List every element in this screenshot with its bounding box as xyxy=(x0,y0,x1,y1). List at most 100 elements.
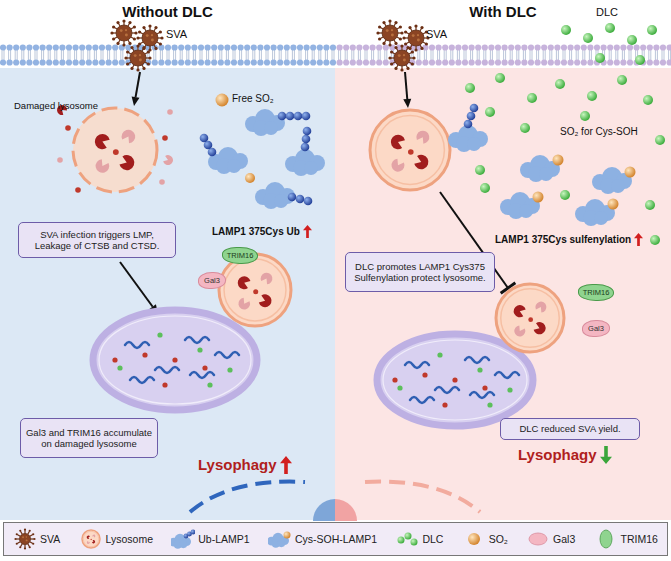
lipid-tail xyxy=(457,50,458,60)
cathepsin-enzyme xyxy=(238,276,251,289)
lipid-head xyxy=(653,44,659,50)
virus-spike-tip xyxy=(142,46,145,49)
cargo-rna xyxy=(215,352,239,358)
dlc-molecule xyxy=(587,91,597,101)
lipid-head xyxy=(475,44,481,50)
so2-molecule xyxy=(553,155,564,166)
virus-spike-tip xyxy=(400,31,403,34)
lipid-tail xyxy=(268,50,269,60)
legend-icon xyxy=(171,528,195,550)
lipid-tail xyxy=(314,50,315,60)
virus-spike-tip xyxy=(414,24,417,27)
cargo-dot xyxy=(397,385,402,390)
lipid-head xyxy=(73,59,79,65)
note-box: Gal3 and TRIM16 accumulate on damaged ly… xyxy=(20,418,158,458)
lipid-tail xyxy=(670,50,671,60)
lipid-head xyxy=(634,44,640,50)
legend-text: SVA xyxy=(40,533,60,545)
lipid-head xyxy=(455,59,461,65)
lipid-head xyxy=(112,44,118,50)
virus-spike-tip xyxy=(404,30,407,33)
lamp1-lobe xyxy=(467,137,481,151)
dlc-molecule xyxy=(520,123,530,133)
lipid-tail xyxy=(505,50,506,60)
flow-arrow-line xyxy=(120,262,153,307)
lipid-tail xyxy=(15,50,16,60)
lipid-head xyxy=(561,59,567,65)
lipid-head xyxy=(257,59,263,65)
lipid-head xyxy=(337,44,343,50)
virus-spike-tip xyxy=(382,42,385,45)
lipid-head xyxy=(488,59,494,65)
lipid-head xyxy=(7,44,13,50)
virus-spike-tip xyxy=(110,31,113,34)
lipid-head xyxy=(297,59,303,65)
dlc-molecule xyxy=(405,533,412,540)
lipid-head xyxy=(647,59,653,65)
legend-item: Lysosome xyxy=(79,528,153,550)
lipid-head xyxy=(614,59,620,65)
ubiquitin xyxy=(288,193,297,202)
cargo-dot xyxy=(437,352,442,357)
lipid-tail xyxy=(186,50,187,60)
ubiquitin xyxy=(200,134,209,143)
so2-molecule xyxy=(625,167,636,178)
dlc-molecule xyxy=(465,83,475,93)
lipid-tail xyxy=(578,50,579,60)
virus-spike-tip xyxy=(390,50,393,53)
lipid-tail xyxy=(248,50,249,60)
lipid-head xyxy=(185,59,191,65)
lipid-tail xyxy=(353,50,354,60)
lipid-head xyxy=(46,44,52,50)
lipid-head xyxy=(376,44,382,50)
legend-item: Ub-LAMP1 xyxy=(171,528,249,550)
virus-spot xyxy=(22,536,24,538)
ubiquitin xyxy=(296,195,305,204)
lipid-tail xyxy=(272,50,273,60)
cargo-dot xyxy=(442,402,447,407)
lipid-head xyxy=(106,59,112,65)
legend-icon xyxy=(395,528,419,550)
cargo-dot xyxy=(202,365,207,370)
lipid-head xyxy=(251,59,257,65)
lipid-tail xyxy=(479,50,480,60)
lipid-head xyxy=(20,44,26,50)
lipid-tail xyxy=(497,50,498,60)
virus-body xyxy=(408,30,424,46)
lipid-tail xyxy=(180,50,181,60)
virus-spike-tip xyxy=(154,26,157,29)
lipid-tail xyxy=(631,50,632,60)
lipid-head xyxy=(515,59,521,65)
virus-spike-tip xyxy=(412,56,415,59)
lipid-head xyxy=(79,44,85,50)
lysosome xyxy=(219,254,291,326)
lipid-tail xyxy=(50,50,51,60)
virus-spike-tip xyxy=(382,21,385,24)
virus-spot xyxy=(417,39,420,42)
cathepsin-enzyme xyxy=(392,159,405,172)
lipid-head xyxy=(508,59,514,65)
legend-icon xyxy=(79,528,103,550)
virus-spike-tip xyxy=(148,24,151,27)
lamp1-lobe xyxy=(519,204,533,218)
virus-particle xyxy=(110,19,137,46)
autophagosome-inner-membrane xyxy=(99,316,251,404)
lipid-head xyxy=(271,59,277,65)
virus-spike-tip xyxy=(136,44,139,47)
lamp1-lobe xyxy=(264,121,278,135)
lipid-head xyxy=(26,59,32,65)
virus-spike-tip xyxy=(376,31,379,34)
lipid-head xyxy=(310,59,316,65)
ubiquitin xyxy=(464,120,473,129)
lamp1-lobe xyxy=(539,167,553,181)
lipid-tail xyxy=(193,50,194,60)
cathepsin-enzyme xyxy=(86,541,89,544)
virus-spike-tip xyxy=(116,21,119,24)
lipid-tail xyxy=(657,50,658,60)
lipid-tail xyxy=(576,50,577,60)
virus-spike-tip xyxy=(34,538,36,540)
lipid-tail xyxy=(76,50,77,60)
virus-spike-tip xyxy=(128,21,131,24)
lysosome xyxy=(82,530,100,548)
status-label: Lysophagy xyxy=(198,456,277,473)
